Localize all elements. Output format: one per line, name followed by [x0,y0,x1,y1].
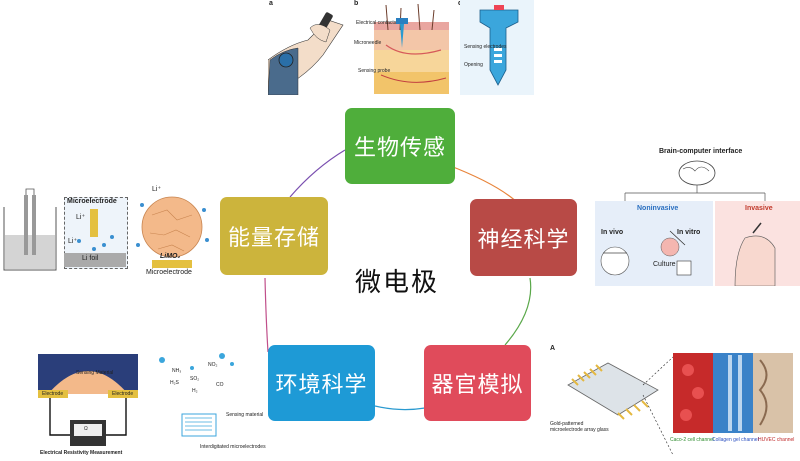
brain-icon [595,160,800,286]
electrode-left-label: Electrode [42,391,64,397]
top-figure-panel: a b c Electrical contacts Microneedle Se… [268,0,534,95]
molecule-h2: H₂ [192,388,198,394]
organ-chip-caption: Gold-patterned microelectrode array glas… [550,421,609,433]
bci-figure-panel: Brain-computer interface Noninvasive Inv… [595,143,800,286]
arc-organ-to-env [374,405,426,411]
molecule-h2s: H₂S [170,380,179,386]
molecule-co: CO [216,382,224,388]
molecule-so2: SO₂ [190,376,200,382]
battery-figure-panel: Microelectrode Li⁺ Li⁺ Li foil Li⁺ LiMO₂… [0,185,215,280]
node-organoid[interactable]: 器官模拟 [424,345,531,421]
label-sensing-electrodes: Sensing electrodes [464,44,507,50]
huvec-label: HUVEC channel [758,437,795,443]
collagen-label: Collagen gel channel [712,437,759,443]
bci-invasive: Invasive [745,205,773,212]
limo2-label: LiMO₂ [160,253,181,260]
caco-label: Caco-2 cell channel [670,437,714,443]
arm-illustration [268,12,344,95]
beaker-illustration [3,188,57,271]
node-neuroscience[interactable]: 神经科学 [470,199,577,276]
interdigitated-label: Interdigitated microelectrodes [200,444,266,450]
organ-letter: A [550,345,556,352]
resistivity-caption: Electrical Resistivity Measurement [40,450,123,456]
bci-in-vitro: In vitro [677,229,701,236]
sensing-material-label: Sensing Material [76,370,114,376]
microelectrode-caption: Microelectrode [146,269,192,276]
li-plus-label: Li⁺ [76,214,86,221]
microelectrode-schematic [64,209,126,267]
molecule-nh3: NH₃ [172,368,182,374]
letter-b: b [354,0,359,7]
label-opening: Opening [464,62,483,68]
skin-cross-section [374,3,449,94]
sensing-material-2-label: Sensing material [226,412,264,418]
label-sensing-probe: Sensing probe [358,68,391,74]
bci-in-vivo: In vivo [601,229,624,236]
gas-molecules [159,353,234,437]
arc-neuro-to-organ [504,277,532,346]
microelectrode-title: Microelectrode [67,198,117,205]
bci-noninvasive: Noninvasive [637,205,679,212]
node-biosensing[interactable]: 生物传感 [345,108,455,184]
chip-illustration [567,353,793,456]
resistivity-setup [38,354,138,446]
letter-c: c [458,0,462,7]
bci-title: Brain-computer interface [659,148,743,155]
arc-energy-to-bio [289,149,346,198]
arc-env-to-energy [264,277,269,353]
molecule-no2: NO₂ [208,362,218,368]
organ-chip-panel: A Gold-patterned microelectrode array gl… [548,345,800,461]
meter-label: Ω [84,426,88,432]
li-foil-label: Li foil [82,255,99,262]
node-environmental[interactable]: 环境科学 [268,345,375,421]
needle-closeup [460,0,534,95]
gas-sensor-panel: Sensing Material Electrode Electrode Ω E… [30,350,275,461]
center-label: 微电极 [355,268,440,298]
label-microneedle: Microneedle [354,40,382,46]
electrode-right-label: Electrode [112,391,134,397]
particle-cluster [136,196,209,268]
letter-a: a [269,0,273,7]
node-energy[interactable]: 能量存储 [220,197,328,275]
bci-culture: Culture [653,261,676,268]
li-plus-top: Li⁺ [152,186,162,193]
li-plus-label-2: Li⁺ [68,238,78,245]
label-electrical-contacts: Electrical contacts [356,20,397,26]
